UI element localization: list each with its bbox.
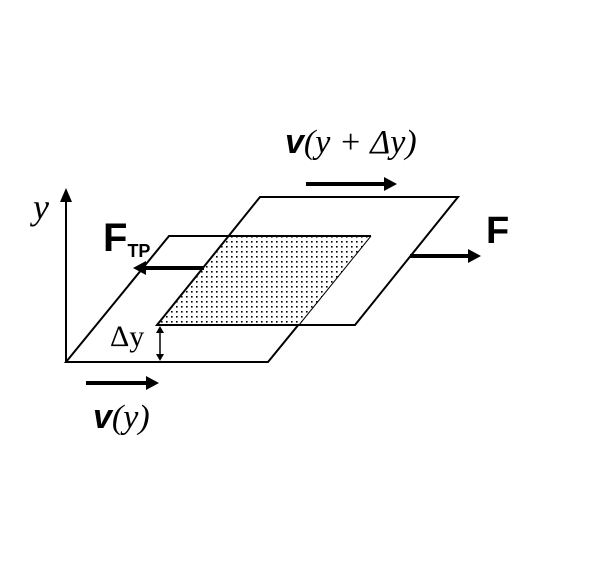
y-axis-label: y [33, 187, 49, 227]
top-velocity-arrowhead [384, 177, 397, 191]
top-velocity-label: v(y + Δy) [285, 125, 417, 160]
shaded-fluid-layer-visible [157, 236, 371, 325]
bottom-plate-right-edge [298, 235, 372, 326]
friction-force-symbol: F [103, 216, 128, 260]
bottom-velocity-argument: (y) [111, 399, 150, 436]
delta-y-label: Δy [110, 322, 144, 352]
top-velocity-argument: (y + Δy) [303, 124, 417, 161]
friction-force-subscript: ТР [127, 241, 151, 261]
delta-y-arrowhead-bottom [156, 354, 164, 361]
friction-force-arrowhead [133, 261, 146, 275]
y-axis-arrowhead [60, 188, 72, 202]
friction-force-label: FТР [103, 218, 150, 260]
delta-y-text: Δy [110, 320, 145, 353]
bottom-velocity-symbol: v [93, 398, 112, 436]
force-arrowhead [468, 249, 481, 263]
bottom-velocity-arrowhead [146, 376, 159, 390]
delta-y-arrowhead-top [156, 326, 164, 333]
bottom-velocity-label: v(y) [93, 400, 150, 435]
force-label: F [486, 210, 510, 252]
top-velocity-symbol: v [285, 123, 304, 161]
